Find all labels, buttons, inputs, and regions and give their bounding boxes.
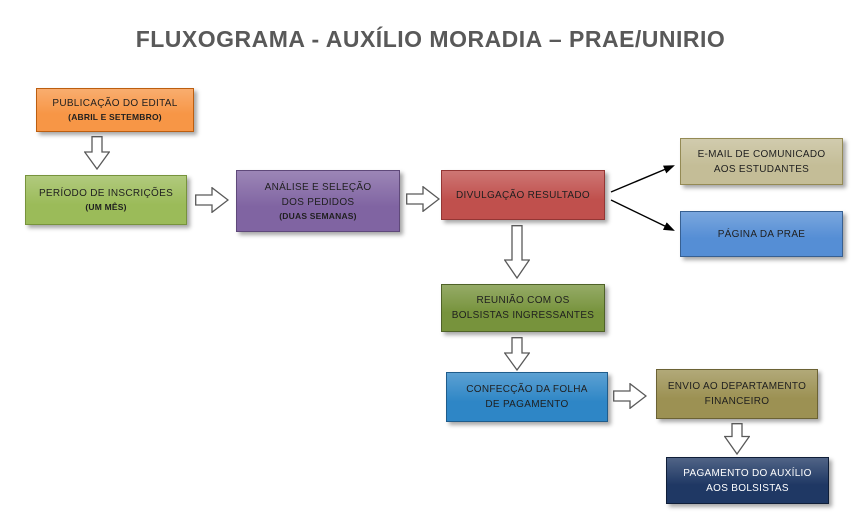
node-envio-financeiro: ENVIO AO DEPARTAMENTO FINANCEIRO bbox=[656, 369, 818, 419]
node-label: DIVULGAÇÃO RESULTADO bbox=[456, 189, 590, 201]
node-label: REUNIÃO COM OS bbox=[476, 295, 570, 306]
node-sublabel: (UM MÊS) bbox=[85, 202, 127, 213]
block-arrow-down-icon bbox=[504, 225, 530, 279]
node-label: CONFECÇÃO DA FOLHA bbox=[466, 384, 588, 395]
node-label: PERÍODO DE INSCRIÇÕES bbox=[38, 188, 174, 200]
node-confeccao-folha: CONFECÇÃO DA FOLHA DE PAGAMENTO bbox=[446, 372, 608, 422]
arrow-shape bbox=[504, 225, 530, 279]
node-label: DE PAGAMENTO bbox=[485, 399, 569, 410]
node-pagamento-auxilio: PAGAMENTO DO AUXÍLIO AOS BOLSISTAS bbox=[666, 457, 829, 504]
connector-arrows bbox=[610, 165, 675, 231]
arrow-shape bbox=[724, 423, 750, 455]
block-arrow-down-icon bbox=[504, 337, 530, 371]
node-sublabel: (DUAS SEMANAS) bbox=[279, 210, 357, 221]
block-arrow-down-icon bbox=[84, 136, 110, 170]
block-arrow-right-icon bbox=[613, 383, 647, 409]
node-periodo-inscricoes: PERÍODO DE INSCRIÇÕES (UM MÊS) bbox=[25, 175, 187, 225]
node-label: FINANCEIRO bbox=[704, 396, 770, 407]
block-arrow-right-icon bbox=[406, 186, 440, 212]
node-label: ENVIO AO DEPARTAMENTO bbox=[667, 381, 807, 392]
node-label: BOLSISTAS INGRESSANTES bbox=[451, 310, 595, 321]
connector-to-email bbox=[610, 165, 675, 193]
node-divulgacao-resultado: DIVULGAÇÃO RESULTADO bbox=[441, 170, 605, 220]
arrow-shape bbox=[406, 186, 440, 212]
node-email-comunicado: E-MAIL DE COMUNICADO AOS ESTUDANTES bbox=[680, 138, 843, 185]
block-arrow-right-icon bbox=[195, 187, 229, 213]
page-title: FLUXOGRAMA - AUXÍLIO MORADIA – PRAE/UNIR… bbox=[135, 26, 726, 52]
node-label: AOS BOLSISTAS bbox=[706, 482, 789, 494]
node-pagina-prae: PÁGINA DA PRAE bbox=[680, 211, 843, 257]
arrow-shape bbox=[84, 136, 110, 170]
node-reuniao-bolsistas: REUNIÃO COM OS BOLSISTAS INGRESSANTES bbox=[441, 284, 605, 332]
node-label: AOS ESTUDANTES bbox=[713, 163, 810, 175]
block-arrow-down-icon bbox=[724, 423, 750, 455]
node-label: PAGAMENTO DO AUXÍLIO bbox=[683, 467, 812, 479]
node-label: PUBLICAÇÃO DO EDITAL bbox=[52, 98, 178, 110]
node-label: PÁGINA DA PRAE bbox=[717, 228, 806, 240]
arrow-shape bbox=[613, 383, 647, 409]
node-publicacao-edital: PUBLICAÇÃO DO EDITAL (ABRIL E SETEMBRO) bbox=[36, 88, 194, 132]
node-label: E-MAIL DE COMUNICADO bbox=[697, 148, 826, 160]
node-label: ANÁLISE E SELEÇÃO bbox=[264, 181, 372, 193]
node-label: DOS PEDIDOS bbox=[281, 196, 355, 208]
node-sublabel: (ABRIL E SETEMBRO) bbox=[68, 112, 162, 123]
arrow-shape bbox=[195, 187, 229, 213]
arrow-shape bbox=[504, 337, 530, 371]
connector-to-pagina bbox=[610, 199, 675, 231]
node-analise-selecao: ANÁLISE E SELEÇÃO DOS PEDIDOS (DUAS SEMA… bbox=[236, 170, 400, 232]
